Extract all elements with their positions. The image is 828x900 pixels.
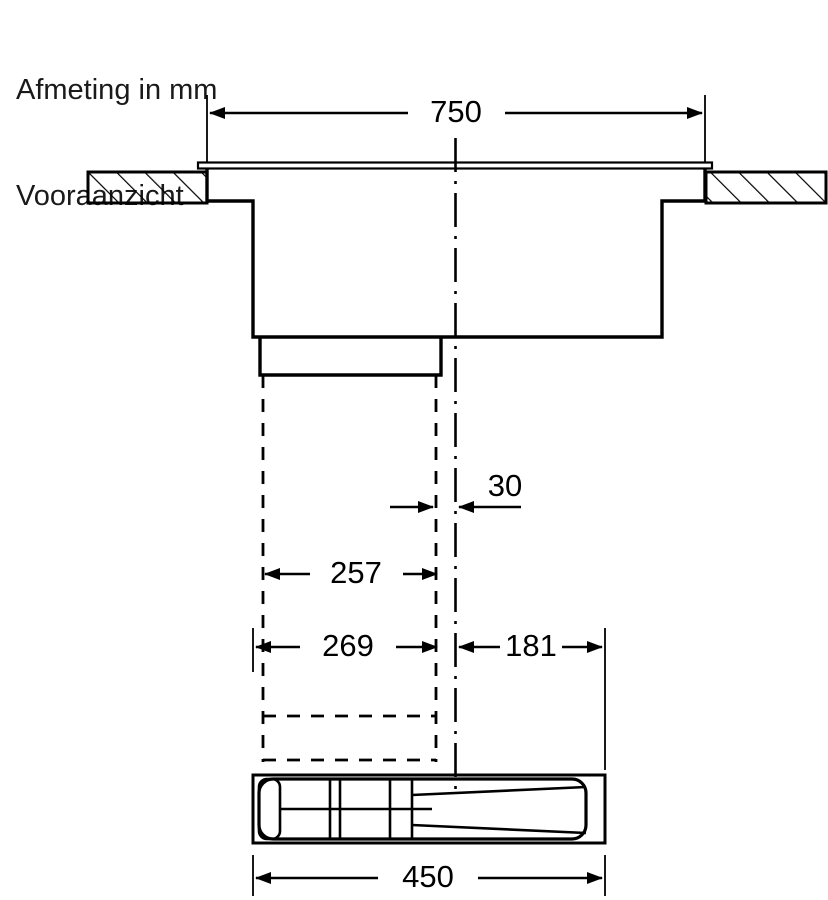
dimension-label-269: 269 — [322, 628, 374, 663]
dimension-label-750: 750 — [430, 94, 482, 129]
dimension-label-181: 181 — [505, 628, 557, 663]
hob-body-outline — [205, 168, 707, 339]
base-unit-end-cap — [257, 777, 282, 841]
dimension-750: 750 — [206, 94, 706, 166]
duct-collar-outline — [258, 337, 443, 377]
dimension-450: 450 — [252, 855, 606, 896]
title-line-units: Afmeting in mm — [16, 73, 218, 106]
dimension-label-450: 450 — [402, 859, 454, 894]
dimension-label-30: 30 — [488, 468, 522, 503]
dimension-257: 257 — [264, 555, 438, 590]
base-unit-outer-shell — [251, 773, 607, 845]
base-unit-taper-top — [411, 785, 587, 797]
dimension-label-257: 257 — [330, 555, 382, 590]
countertop-right — [704, 170, 828, 205]
base-unit-taper-bottom — [411, 823, 587, 835]
countertop-right-hatch — [706, 172, 826, 203]
countertop-left — [86, 170, 209, 205]
base-unit — [251, 773, 607, 845]
dimension-30: 30 — [390, 468, 522, 513]
countertop-left-hatch — [88, 172, 207, 203]
dimension-269-181: 269 181 — [252, 628, 606, 770]
